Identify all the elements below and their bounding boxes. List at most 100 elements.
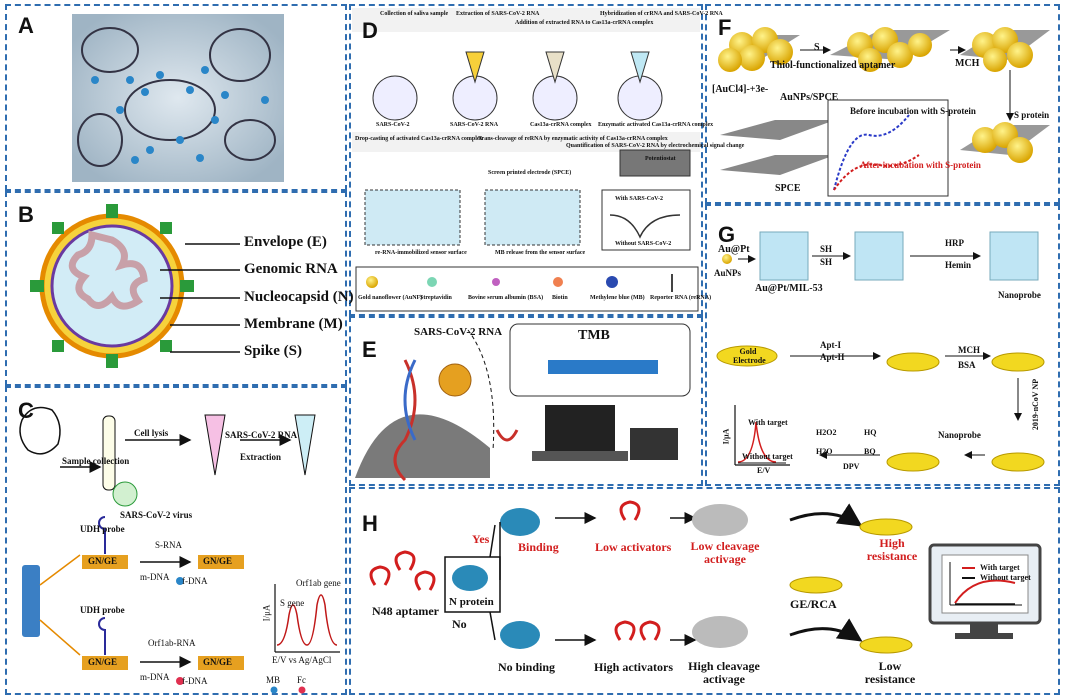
d-potentiostat: Potentiostat <box>645 156 676 162</box>
c-extraction: Extraction <box>240 452 281 462</box>
g-mch: MCH <box>958 345 980 355</box>
c-udh-probe-2: UDH probe <box>80 605 125 615</box>
g-h2o2: H2O2 <box>816 428 837 437</box>
e-rna: SARS-CoV-2 RNA <box>414 326 503 338</box>
h-high-res: High resistance <box>866 536 918 563</box>
f-s-protein: S protein <box>1014 110 1050 120</box>
g-ncov: 2019-nCoV NP <box>1031 378 1041 431</box>
panel-e-graphics <box>355 323 691 482</box>
f-spce: SPCE <box>775 183 801 194</box>
g-h2o: H2O <box>816 447 833 456</box>
d-step2-1: Drop-casting of activated Cas13a-crRNA c… <box>355 136 483 142</box>
g-gold: Gold Electrode <box>733 347 766 365</box>
g-sh-1: SH <box>820 244 833 254</box>
g-with-target: With target <box>748 418 788 427</box>
label-envelope: Envelope (E) <box>244 234 327 250</box>
h-high-act: High activators <box>594 660 673 674</box>
panel-e <box>349 316 703 486</box>
label-nucleocapsid: Nucleocapsid (N) <box>244 289 354 305</box>
c-orf-rna: Orf1ab-RNA <box>148 638 196 648</box>
panel-f <box>705 4 1060 204</box>
label-spike: Spike (S) <box>244 343 302 359</box>
d-mb-release: MB release from the sensor surface <box>495 250 586 256</box>
panel-f-graphics <box>718 27 1050 197</box>
f-aptamer: Thiol-functionalized aptamer <box>770 60 896 71</box>
c-m-dna-2: m-DNA <box>140 672 170 682</box>
g-x-axis: E/V <box>757 466 771 475</box>
h-aptamer: N48 aptamer <box>372 604 439 618</box>
g-hemin: Hemin <box>945 260 971 270</box>
h-high-cleave: High cleavage activage <box>688 659 760 686</box>
d-legend-6: Reporter RNA (reRNA) <box>650 295 712 301</box>
em-micrograph <box>72 14 284 182</box>
f-aunps: AuNPs/SPCE <box>780 92 839 103</box>
g-without-target: Without target <box>742 452 793 461</box>
label-membrane: Membrane (M) <box>244 316 343 332</box>
c-y-axis: I/μA <box>261 604 272 622</box>
d-step-1: Collection of saliva sample <box>380 11 449 17</box>
c-gnge-4: GN/GE <box>203 657 233 667</box>
h-gerca: GE/RCA <box>790 597 837 611</box>
h-yes: Yes <box>472 532 490 546</box>
c-f-dna-2: f-DNA <box>182 676 208 686</box>
panel-g <box>705 204 1060 486</box>
panel-h-graphics <box>369 500 1042 654</box>
g-y-axis: I/μA <box>721 428 731 445</box>
c-s-gene: S gene <box>280 598 305 608</box>
g-dpv: DPV <box>843 462 860 471</box>
c-cell-lysis: Cell lysis <box>134 428 169 438</box>
h-without-target: Without target <box>980 573 1031 582</box>
panel-label-a: A <box>18 13 34 38</box>
h-with-target: With target <box>980 563 1020 572</box>
h-n-protein: N protein <box>449 596 494 608</box>
d-with: With SARS-CoV-2 <box>615 196 663 202</box>
h-binding: Binding <box>518 540 559 554</box>
g-apt1: Apt-I <box>820 340 842 350</box>
panel-label-h: H <box>362 511 378 536</box>
f-before: Before incubation with S-protein <box>850 106 976 116</box>
g-aunps: AuNPs <box>714 268 742 278</box>
d-step2-3: Quantification of SARS-CoV-2 RNA by elec… <box>566 143 745 149</box>
g-hrp: HRP <box>945 238 964 248</box>
c-f-dna-1: f-DNA <box>182 576 208 586</box>
c-rna: SARS-CoV-2 RNA <box>225 430 298 440</box>
g-aupt: Au@Pt <box>718 244 750 255</box>
c-sample-collection: Sample collection <box>62 456 130 466</box>
panel-h <box>349 487 1060 695</box>
c-s-rna: S-RNA <box>155 540 183 550</box>
h-low-res: Low resistance <box>864 659 916 686</box>
g-nanoprobe-2: Nanoprobe <box>938 430 981 440</box>
d-legend-1: Gold nanoflower (AuNF) <box>358 295 423 301</box>
g-apt2: Apt-II <box>820 352 845 362</box>
h-no: No <box>452 617 467 631</box>
panel-c-graphics <box>19 406 340 694</box>
g-mil: Au@Pt/MIL-53 <box>755 283 823 294</box>
h-no-binding: No binding <box>498 660 556 674</box>
c-gnge-3: GN/GE <box>88 657 118 667</box>
virus-schematic <box>30 204 240 368</box>
panel-label-e: E <box>362 337 377 362</box>
h-low-cleave: Low cleavage activage <box>690 539 760 566</box>
d-legend-4: Biotin <box>552 295 568 301</box>
d-step2-2: Trans-cleavage of reRNA by enzymatic act… <box>478 136 668 142</box>
d-legend-2: Streptavidin <box>420 295 452 301</box>
d-without: Without SARS-CoV-2 <box>615 241 672 247</box>
g-nanoprobe-1: Nanoprobe <box>998 290 1041 300</box>
panel-d-graphics <box>352 8 700 312</box>
panel-label-c: C <box>18 398 34 423</box>
c-udh-probe-1: UDH probe <box>80 524 125 534</box>
c-x-axis: E/V vs Ag/AgCl <box>272 655 332 665</box>
panel-g-graphics <box>716 231 1045 472</box>
panel-a <box>5 4 347 191</box>
panel-label-d: D <box>362 18 378 43</box>
d-legend-5: Methylene blue (MB) <box>590 295 645 301</box>
panel-c <box>5 386 347 695</box>
c-legend-fc: Fc <box>297 675 306 685</box>
d-step-2: Extraction of SARS-CoV-2 RNA <box>456 11 540 17</box>
c-gnge-1: GN/GE <box>88 556 118 566</box>
d-legend-3: Bovine serum albumin (BSA) <box>468 295 544 301</box>
panel-label-f: F <box>718 15 732 40</box>
panel-label-b: B <box>18 202 34 227</box>
d-sub-4: Enzymatic activated Cas13a-crRNA complex <box>598 122 714 128</box>
c-m-dna-1: m-DNA <box>140 572 170 582</box>
